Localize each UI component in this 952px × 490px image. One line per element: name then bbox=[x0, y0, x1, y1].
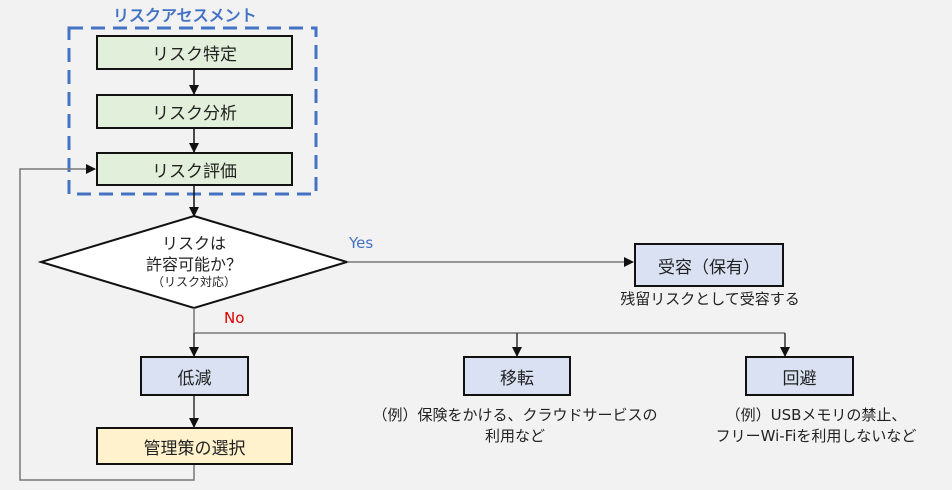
transfer-note-line1: （例）保険をかける、クラウドサービスの bbox=[372, 406, 658, 424]
step-analyze: リスク分析 bbox=[96, 94, 293, 129]
transfer-note-line2: 利用など bbox=[484, 427, 545, 445]
feedback-loop bbox=[19, 164, 195, 481]
reduce-box: 低減 bbox=[140, 356, 249, 396]
assessment-title: リスクアセスメント bbox=[113, 6, 257, 25]
decision-line2: 許容可能か？ bbox=[145, 255, 242, 274]
accept-box: 受容（保有） bbox=[634, 243, 784, 287]
step-evaluate: リスク評価 bbox=[96, 152, 293, 186]
avoid-note-line2: フリーWi-Fiを利用しないなど bbox=[715, 427, 917, 445]
control-selection-box: 管理策の選択 bbox=[96, 427, 293, 465]
assessment-frame bbox=[67, 26, 318, 196]
decision-line3: （リスク対応） bbox=[151, 275, 236, 289]
avoid-note-line1: （例）USBメモリの禁止、 bbox=[725, 406, 907, 424]
step-identify: リスク特定 bbox=[96, 35, 293, 70]
transfer-box: 移転 bbox=[463, 356, 571, 396]
yes-label: Yes bbox=[349, 234, 374, 252]
no-label: No bbox=[224, 309, 245, 327]
accept-note: 残留リスクとして受容する bbox=[620, 290, 800, 308]
decision-line1: リスクは bbox=[161, 234, 226, 253]
avoid-box: 回避 bbox=[745, 356, 854, 396]
